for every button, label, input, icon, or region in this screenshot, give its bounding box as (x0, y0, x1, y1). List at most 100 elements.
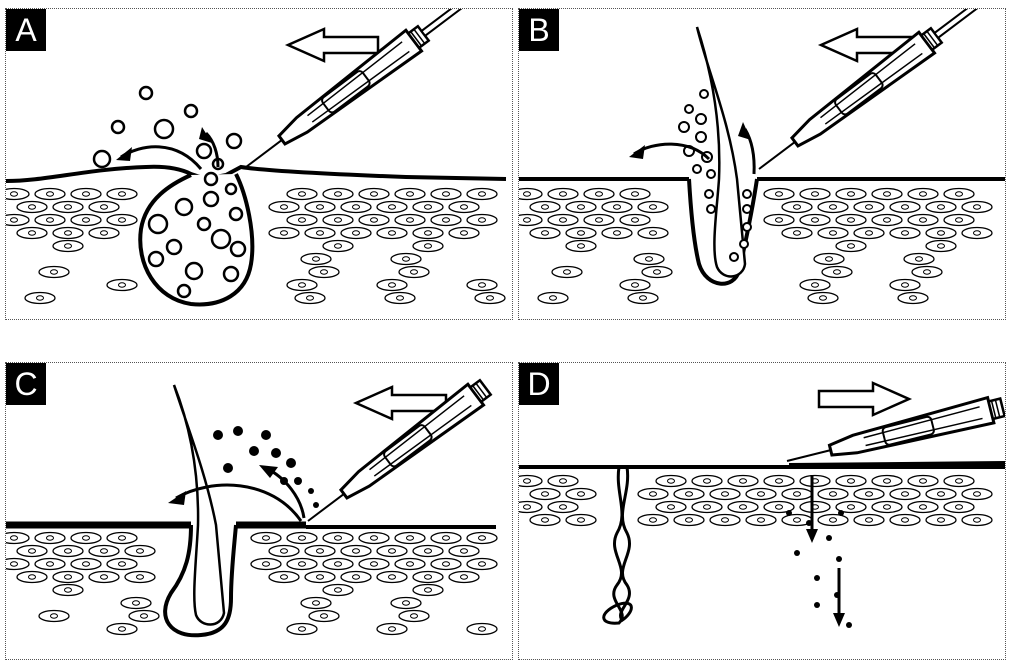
skin-cell (53, 546, 83, 557)
skin-cell (39, 267, 69, 278)
skin-cell (467, 189, 497, 200)
skin-cell (341, 202, 371, 213)
skin-cell (638, 515, 668, 526)
skin-cell (449, 572, 479, 583)
panel-a-illustration (6, 9, 513, 320)
skin-cell (413, 572, 443, 583)
arrowhead-left (116, 147, 132, 161)
skin-cell (377, 546, 407, 557)
skin-cell (782, 228, 812, 239)
skin-cell (808, 293, 838, 304)
skin-cell (287, 559, 317, 570)
skin-cell (656, 502, 686, 513)
skin-cell (17, 572, 47, 583)
skin-cell (548, 215, 578, 226)
skin-cell (814, 254, 844, 265)
skin-cell (548, 189, 578, 200)
skin-cell (620, 189, 650, 200)
skin-cell (746, 515, 776, 526)
skin-cell (287, 215, 317, 226)
skin-cell (395, 559, 425, 570)
skin-cell (89, 572, 119, 583)
skin-cell (269, 202, 299, 213)
skin-cell (53, 228, 83, 239)
skin-cell (107, 533, 137, 544)
skin-cell (962, 489, 992, 500)
skin-cell (822, 267, 852, 278)
skin-cell (35, 559, 65, 570)
panel-d-illustration (519, 363, 1006, 660)
skin-cell (764, 189, 794, 200)
skin-cell (872, 476, 902, 487)
skin-cell (898, 293, 928, 304)
skin-cell (467, 559, 497, 570)
skin-cell (71, 189, 101, 200)
cyst-outline (140, 174, 252, 304)
skin-cell (399, 611, 429, 622)
skin-cell (309, 267, 339, 278)
skin-cell (836, 241, 866, 252)
skin-cell (107, 280, 137, 291)
coagulated-surface (789, 461, 1006, 467)
skin-surface (6, 167, 506, 181)
arrowhead-down-2 (833, 613, 845, 627)
skin-cell (341, 546, 371, 557)
skin-cell (287, 533, 317, 544)
skin-cell (53, 241, 83, 252)
skin-cell (125, 546, 155, 557)
skin-cell (620, 280, 650, 291)
skin-cell (341, 228, 371, 239)
arrowhead-up (738, 122, 751, 140)
skin-cell (359, 559, 389, 570)
skin-cell (890, 228, 920, 239)
arrowhead-up (199, 127, 212, 143)
skin-cell (251, 559, 281, 570)
skin-cell (53, 202, 83, 213)
skin-cell (854, 228, 884, 239)
skin-cell (377, 572, 407, 583)
skin-cells (519, 189, 992, 304)
skin-cell (89, 546, 119, 557)
skin-cell (710, 489, 740, 500)
skin-cell (602, 228, 632, 239)
skin-cell (475, 293, 505, 304)
skin-cell (912, 267, 942, 278)
skin-cell (602, 202, 632, 213)
skin-cell (800, 280, 830, 291)
skin-cell (800, 189, 830, 200)
skin-cell (385, 293, 415, 304)
skin-cell (944, 502, 974, 513)
panel-label-c: C (6, 363, 46, 405)
skin-cell (584, 215, 614, 226)
skin-cell (904, 254, 934, 265)
debris-particles (786, 510, 852, 628)
skin-cell (890, 202, 920, 213)
skin-cell (413, 546, 443, 557)
skin-cell (53, 572, 83, 583)
skin-cell (692, 502, 722, 513)
skin-cell (323, 241, 353, 252)
skin-cell (377, 280, 407, 291)
skin-cell (449, 202, 479, 213)
skin-cell (908, 476, 938, 487)
skin-cell (638, 202, 668, 213)
skin-cell (656, 476, 686, 487)
skin-cell (872, 189, 902, 200)
direction-arrow-right (819, 383, 909, 415)
skin-cell (107, 189, 137, 200)
skin-cell (548, 476, 578, 487)
skin-cell (71, 215, 101, 226)
skin-cell (71, 559, 101, 570)
skin-cell (530, 515, 560, 526)
skin-cell (818, 515, 848, 526)
skin-cell (309, 611, 339, 622)
skin-cell (129, 611, 159, 622)
skin-cell (926, 241, 956, 252)
skin-cell (35, 189, 65, 200)
skin-cell (566, 241, 596, 252)
skin-cell (764, 215, 794, 226)
skin-cell (467, 280, 497, 291)
skin-cell (395, 215, 425, 226)
skin-cell (107, 215, 137, 226)
skin-cell (305, 202, 335, 213)
